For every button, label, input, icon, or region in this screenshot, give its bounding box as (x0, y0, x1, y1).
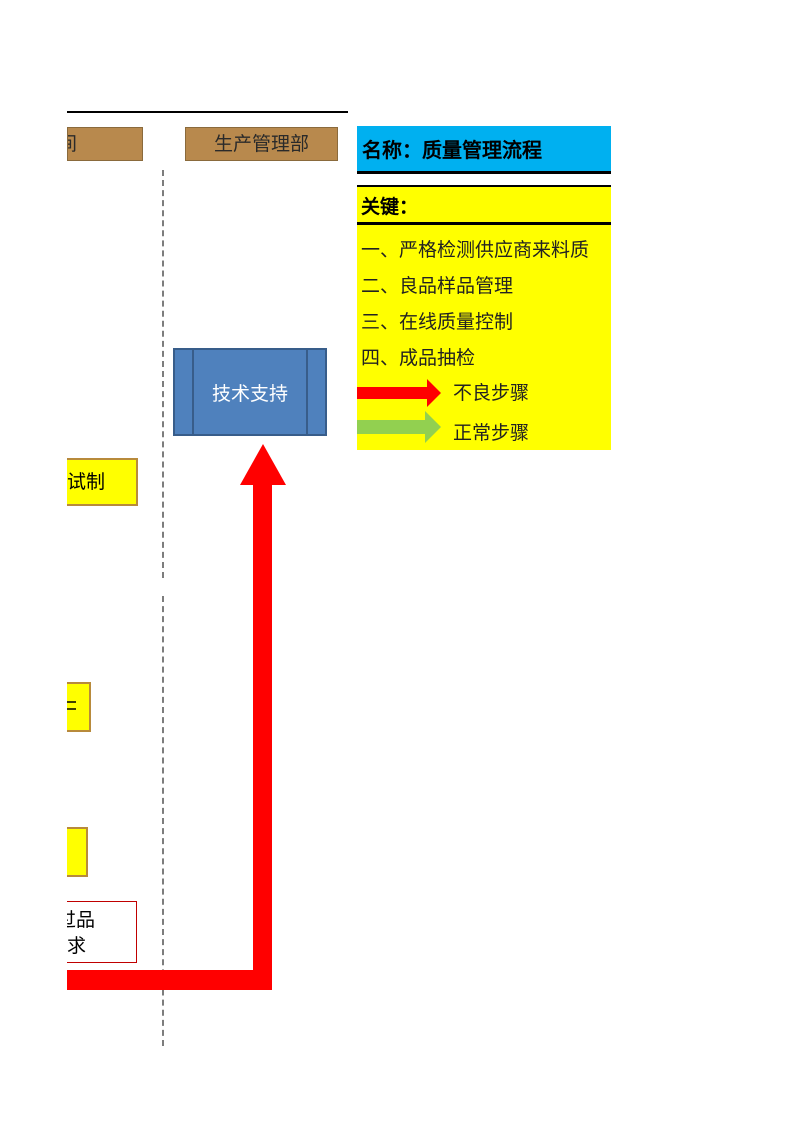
tech-support-right-bar (306, 350, 308, 434)
lane-header-workshop-label: 间 (68, 133, 77, 155)
flow-title: 名称：质量管理流程 (357, 126, 611, 174)
lane-separator-lower (162, 596, 164, 1046)
legend-panel: 关键： 一、严格检测供应商来料质 二、良品样品管理 三、在线质量控制 四、成品抽… (357, 185, 611, 450)
swimlane-top-border (67, 111, 348, 113)
quality-check-line-1: 过品 (67, 909, 96, 931)
red-connector-horizontal (67, 970, 272, 990)
bad-step-arrow-icon (357, 379, 441, 407)
legend-key-label: 关键： (361, 196, 419, 218)
bad-step-label: 不良步骤 (453, 382, 530, 404)
red-connector-vertical (253, 484, 272, 990)
red-arrowhead-up-icon (240, 444, 286, 485)
tech-support-box[interactable]: 技术支持 (173, 348, 327, 436)
tech-support-left-bar (192, 350, 194, 434)
legend-item-2: 二、良品样品管理 (361, 275, 514, 297)
trial-production-box[interactable]: 试制 (67, 458, 138, 506)
tech-support-label: 技术支持 (211, 382, 288, 405)
legend-item-3: 三、在线质量控制 (361, 311, 514, 333)
process-box-partial-3[interactable] (67, 827, 88, 877)
partial-glyph-mark (67, 701, 76, 710)
legend-key-heading: 关键： (357, 187, 611, 225)
flow-title-text: 名称：质量管理流程 (362, 138, 542, 162)
normal-step-arrow-icon (357, 411, 441, 443)
normal-step-label: 正常步骤 (453, 422, 530, 444)
lane-header-production-dept: 生产管理部 (185, 127, 338, 161)
trial-production-label: 试制 (67, 471, 106, 493)
lane-header-workshop: 间 (67, 127, 143, 161)
legend-item-4: 四、成品抽检 (361, 347, 476, 369)
quality-check-line-2: 求 (67, 935, 87, 957)
quality-check-box[interactable]: 过品 求 (67, 901, 137, 963)
process-box-partial-2[interactable] (67, 682, 91, 732)
lane-separator-upper (162, 170, 164, 578)
legend-item-1: 一、严格检测供应商来料质 (361, 239, 590, 261)
lane-header-production-dept-label: 生产管理部 (213, 133, 309, 155)
